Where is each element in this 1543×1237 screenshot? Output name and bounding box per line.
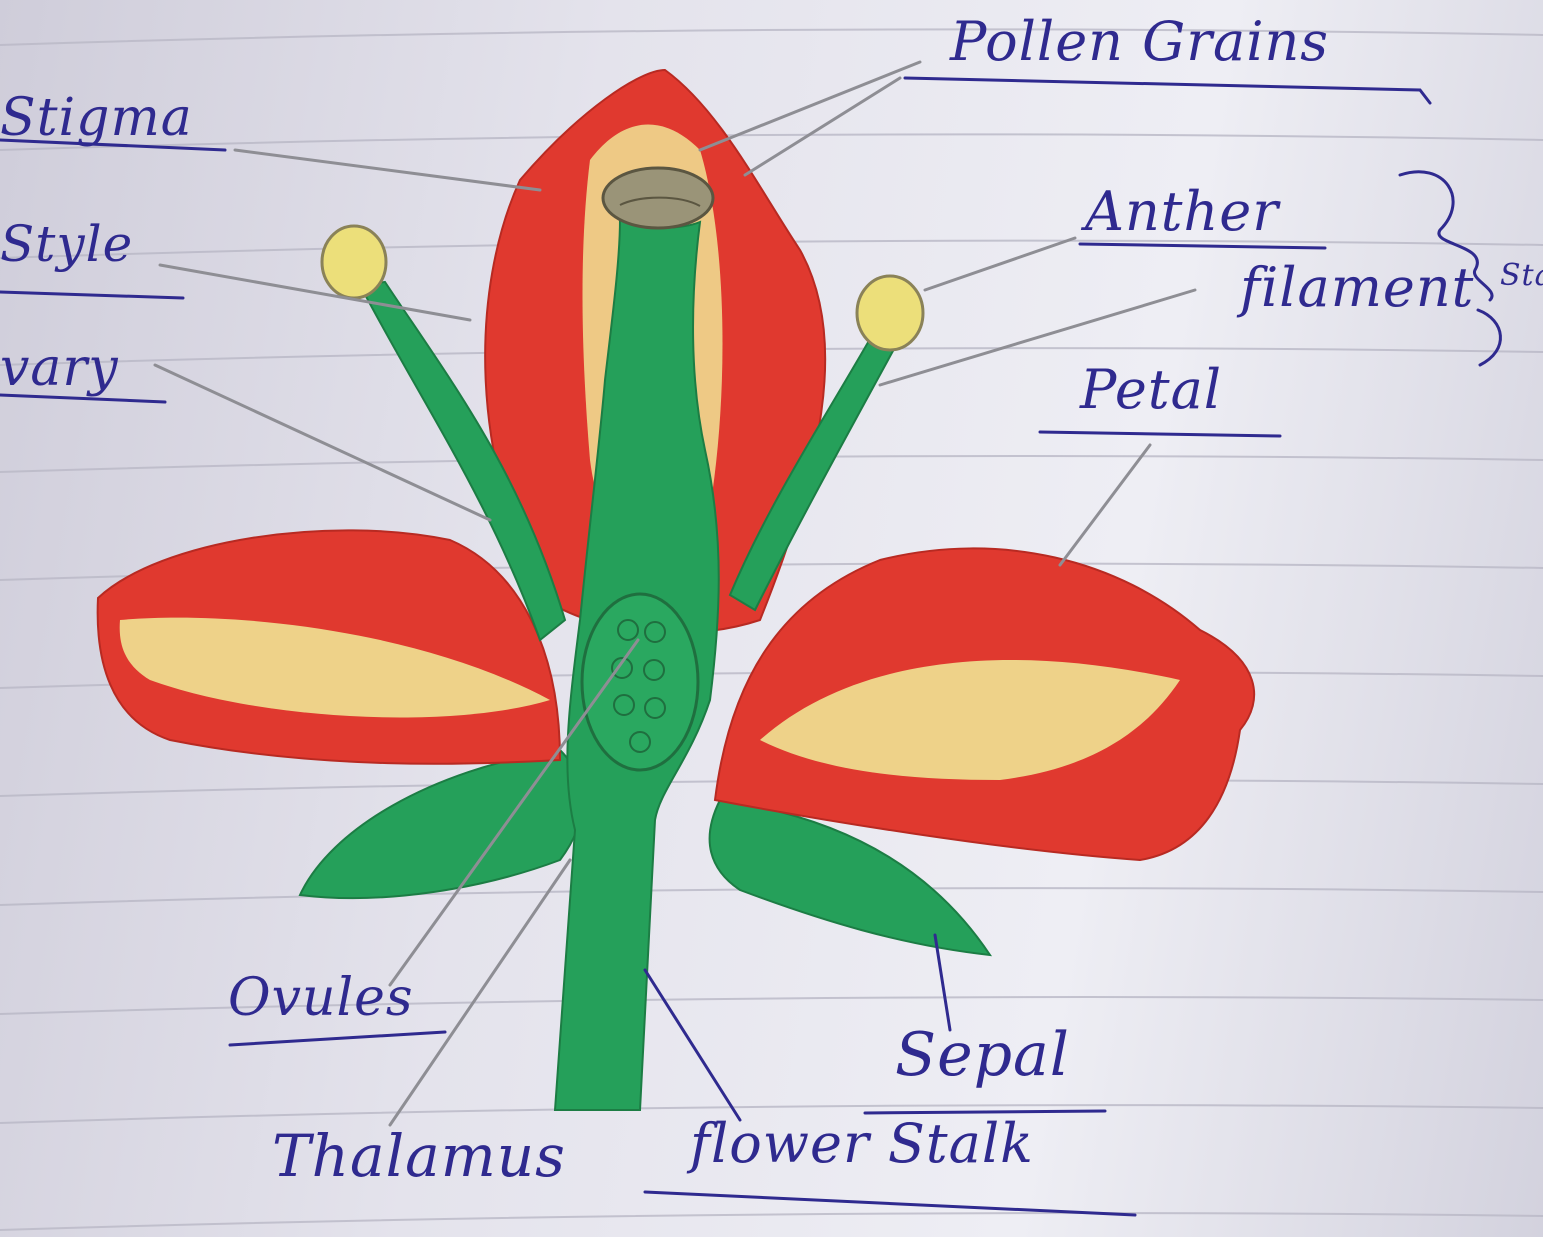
label-thalamus: Thalamus (272, 1122, 566, 1190)
label-pollen-grains: Pollen Grains (950, 10, 1329, 73)
anther-left (322, 226, 386, 298)
sepal-left (300, 750, 583, 898)
ovary-outline (582, 594, 698, 770)
label-flower-stalk: flower Stalk (690, 1112, 1034, 1175)
anther-right (857, 276, 923, 350)
label-ovary: vary (0, 338, 119, 398)
label-sepal: Sepal (895, 1020, 1070, 1090)
label-style: Style (0, 215, 133, 273)
label-petal: Petal (1080, 358, 1222, 421)
label-stigma: Stigma (0, 88, 193, 148)
label-anther: Anther (1085, 180, 1279, 243)
label-filament: filament (1240, 256, 1474, 319)
label-stamen: Stam (1500, 258, 1543, 293)
label-ovules: Ovules (228, 968, 414, 1028)
